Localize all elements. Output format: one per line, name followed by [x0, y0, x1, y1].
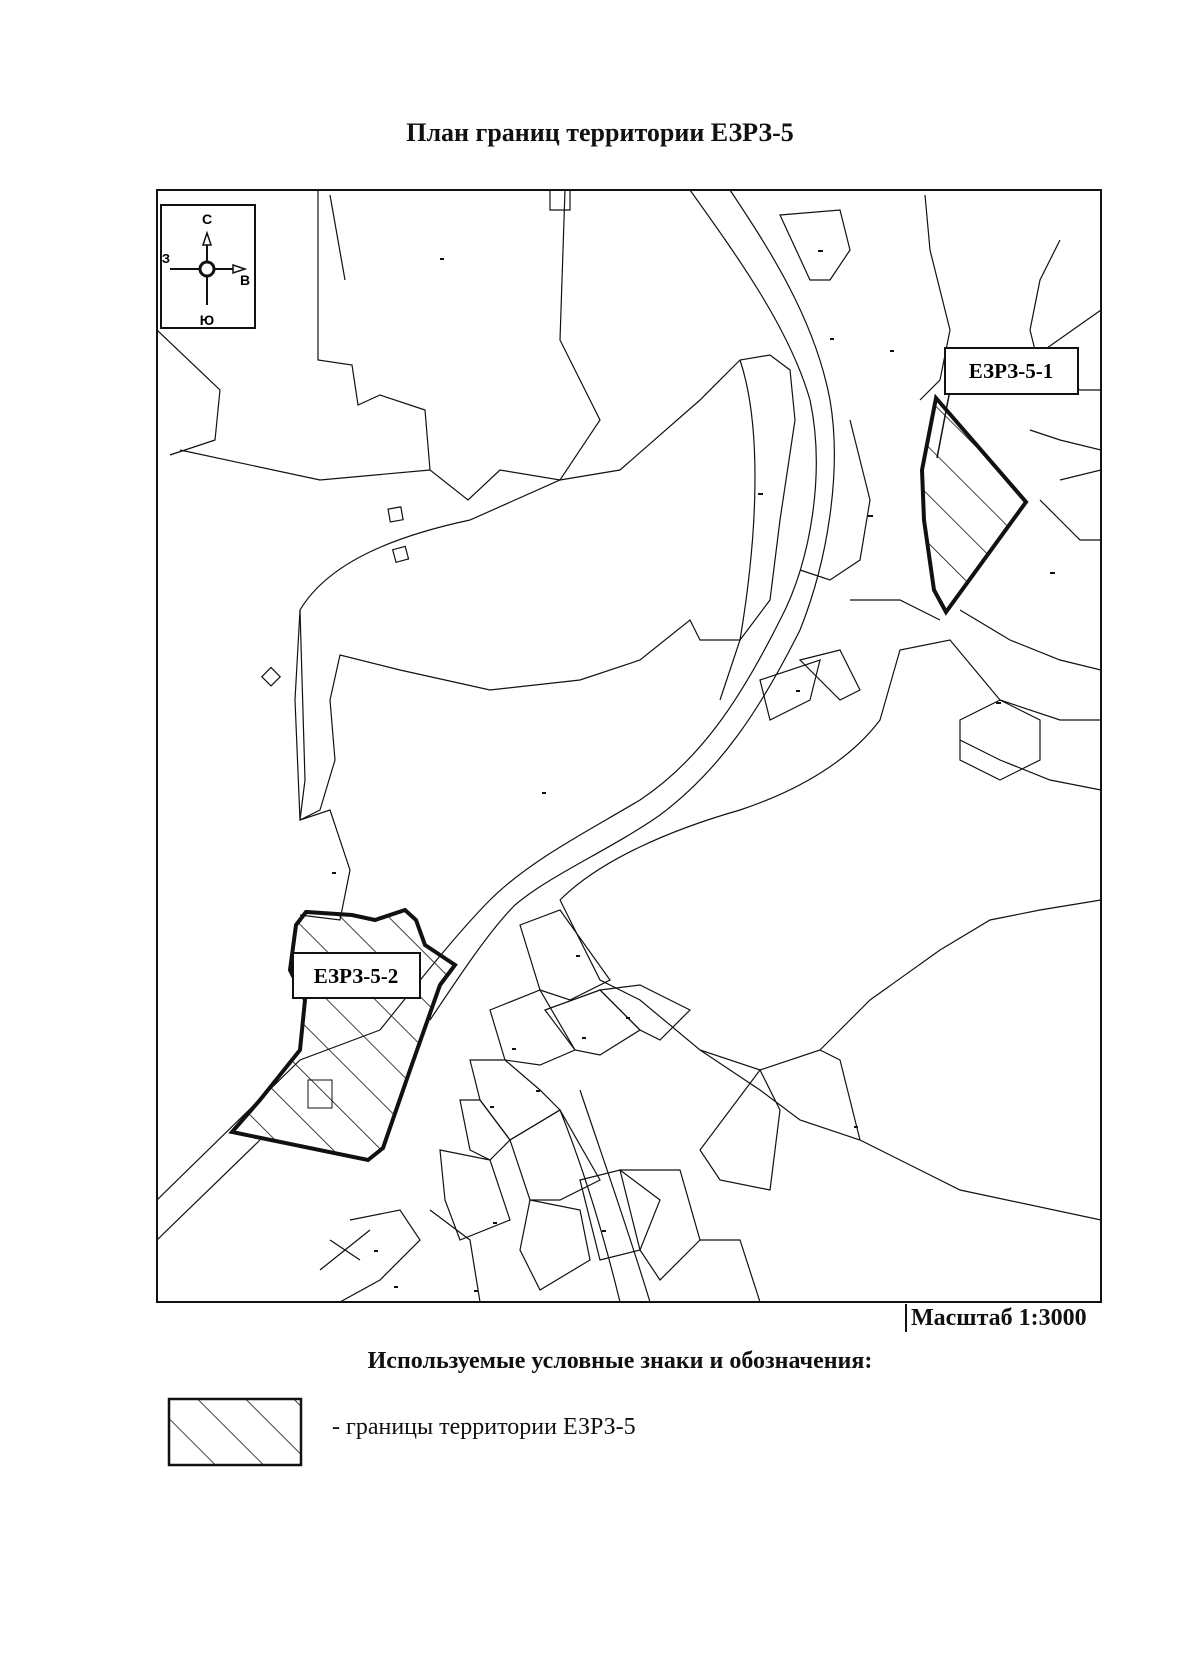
parcel-number-marks [332, 250, 1055, 1292]
zone-label-ezrz-5-2: ЕЗРЗ-5-2 [292, 952, 421, 999]
legend-hatch-symbol [167, 1397, 303, 1467]
compass-east-label: В [240, 272, 250, 288]
compass-south-label: Ю [200, 312, 214, 328]
zone-label-ezrz-5-1: ЕЗРЗ-5-1 [944, 347, 1079, 395]
territory-ezrz-5-2[interactable] [228, 907, 458, 1163]
legend-item-text: - границы территории ЕЗРЗ-5 [332, 1414, 636, 1440]
map-frame [156, 189, 1102, 1303]
scale-label: Масштаб 1:3000 [905, 1304, 1087, 1332]
compass-north-label: С [202, 211, 212, 227]
compass-rose: С З В Ю [160, 204, 256, 329]
territory-ezrz-5-1[interactable] [919, 389, 1029, 616]
legend-title: Используемые условные знаки и обозначени… [367, 1348, 873, 1374]
map-title: План границ территории ЕЗРЗ-5 [406, 118, 794, 147]
svg-text:ЕЗРЗ-5-2: ЕЗРЗ-5-2 [314, 964, 399, 988]
parcel-lines [157, 190, 1101, 1302]
compass-west-label: З [162, 251, 170, 266]
svg-text:ЕЗРЗ-5-1: ЕЗРЗ-5-1 [969, 359, 1054, 383]
